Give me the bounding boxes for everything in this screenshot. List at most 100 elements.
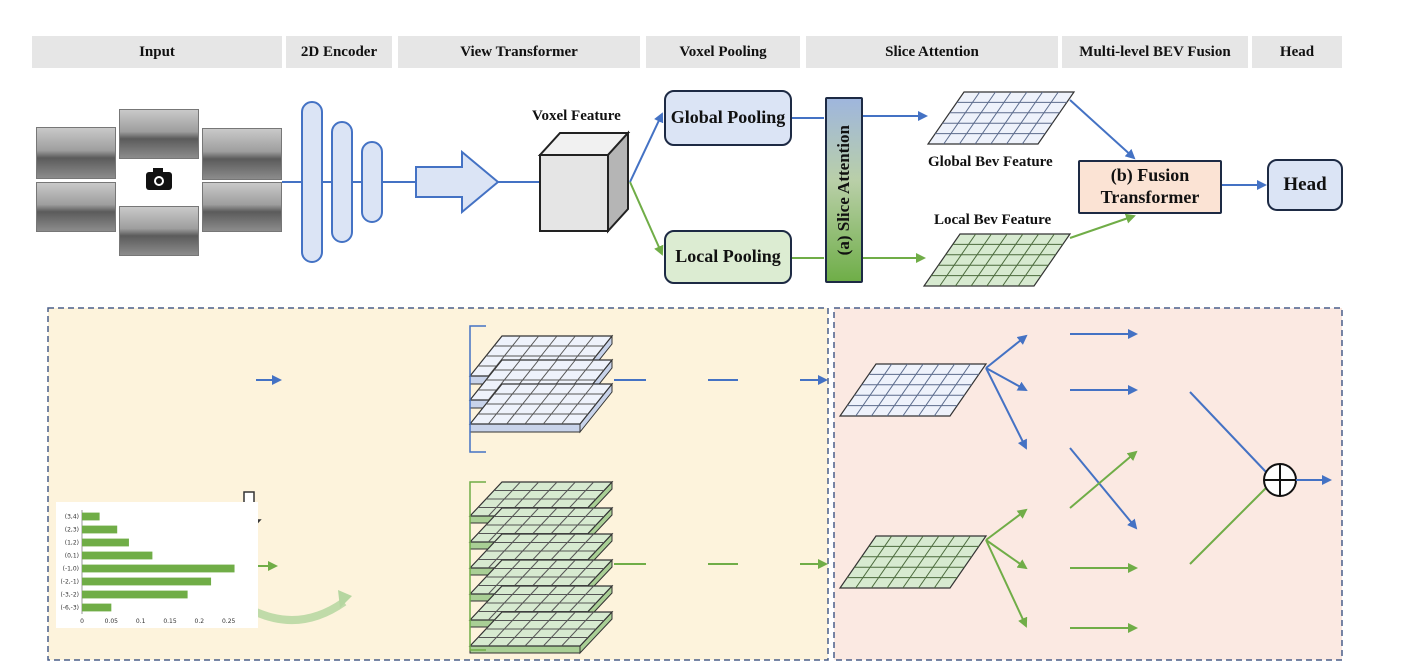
global-bev-to-fusion-arrow	[1069, 99, 1136, 160]
gbev-to-kg-arrow	[985, 367, 1028, 391]
q-global-text: q	[1039, 440, 1049, 459]
stage-header-2d-encoder: 2D Encoder	[286, 36, 392, 68]
global-bev-grid-top	[926, 91, 1076, 145]
local-range-label: (2,4)	[418, 631, 445, 646]
local-bev-label-bottom: Local Bev Feature	[846, 514, 964, 530]
stage-header-slice-attention: Slice Attention	[806, 36, 1058, 68]
k-global-sup: G	[1049, 384, 1059, 396]
stage-header-view-transformer: View Transformer	[398, 36, 640, 68]
local-slab	[468, 610, 614, 655]
local-slab	[468, 558, 614, 603]
lbev-to-vl-arrow	[985, 539, 1028, 628]
local-slab-grid	[468, 585, 614, 621]
global-slab-grid	[468, 335, 614, 377]
local-slab	[468, 584, 614, 629]
global-resblock-box: ResBlock	[738, 324, 800, 436]
global-selector-box: Selector	[646, 324, 708, 436]
v-global-sup: G	[1049, 328, 1059, 340]
local-slab-grid	[468, 481, 614, 517]
g2l-transformer-box: G2L Transformer	[1138, 318, 1190, 464]
global-bracket	[469, 325, 486, 453]
global-slab	[468, 358, 614, 410]
k-local-text: k	[1040, 558, 1050, 577]
fusion-transformer-title: (b) Fusion Transformer	[1196, 310, 1340, 360]
v-local-sup: L	[1050, 622, 1058, 634]
global-bev-label-top: Global Bev Feature	[928, 154, 1053, 170]
local-bracket	[469, 481, 486, 651]
stage-header-input: Input	[32, 36, 282, 68]
q-local-text: q	[1040, 498, 1050, 517]
global-pooling-box: Global Pooling	[664, 90, 792, 146]
voxel-cube	[537, 130, 631, 234]
lidar-sampling-label: LIDAR-guided sampling	[66, 632, 215, 647]
chart-x-tick-label: 0.05	[105, 618, 119, 625]
encoder-stage-2	[331, 121, 353, 243]
local-slab-grid	[468, 611, 614, 647]
global-slab-grid	[468, 359, 614, 401]
v-local-text: v	[1040, 618, 1050, 637]
stage-header-head: Head	[1252, 36, 1342, 68]
local-slab-grid	[468, 533, 614, 569]
encoder-stage-1	[301, 101, 323, 263]
chart-bar	[82, 538, 129, 547]
ql-to-g2l-arrow	[1069, 450, 1138, 509]
local-selector-box: Selector	[646, 506, 708, 618]
local-selector-label: Selector	[668, 534, 686, 590]
lidar-sampling-chart: (3,4)(2,3)(1,2)(0,1)(-1,0)(-2,-1)(-3,-2)…	[56, 502, 258, 628]
gbev-to-qg-arrow	[985, 367, 1027, 450]
g2l-to-sum-line	[1189, 391, 1267, 473]
local-slab	[468, 506, 614, 551]
camera-image-back	[119, 206, 199, 256]
global-range-label: (-6,4)	[418, 338, 450, 353]
chart-category-label: (3,4)	[65, 513, 79, 520]
v-global-text: v	[1039, 324, 1049, 343]
voxel-to-global-arrow	[629, 112, 664, 183]
chart-category-label: (-3,-2)	[60, 591, 79, 598]
q-local-sup: L	[1050, 502, 1058, 514]
local-resblock-label: ResBlock	[760, 530, 778, 594]
global-range-label: (-4,2)	[418, 408, 450, 423]
stage-header-voxel-pooling: Voxel Pooling	[646, 36, 800, 68]
local-range-label: (0,2)	[418, 603, 445, 618]
lbev-to-ql-arrow	[985, 508, 1028, 541]
l2g-to-sum-line	[1189, 487, 1267, 565]
camera-image-front	[119, 109, 199, 159]
slice-attention-bar: (a) Slice Attention	[825, 97, 863, 283]
stage-header-bev-fusion: Multi-level BEV Fusion	[1062, 36, 1248, 68]
chart-category-label: (2,3)	[65, 526, 79, 533]
local-slab-grid	[468, 507, 614, 543]
view-transformer-arrow	[415, 149, 500, 215]
global-bev-label-bottom: Global Bev Feature	[842, 429, 967, 445]
sampling-curve-arrow	[229, 594, 347, 624]
local-range-label: (-1,0)	[418, 574, 450, 589]
chart-category-label: (-6,-3)	[60, 604, 79, 611]
local-range-label: (-3,-2)	[418, 516, 455, 531]
local-slab-grid	[468, 559, 614, 595]
g2l-transformer-label: G2L Transformer	[1155, 330, 1173, 452]
camera-icon	[146, 168, 172, 190]
encoder-stage-3	[361, 141, 383, 223]
global-bev-grid-bottom	[838, 363, 988, 417]
chart-category-label: (1,2)	[65, 539, 79, 546]
chart-bar	[82, 577, 212, 586]
slice-global-pooling-box: Global Pooling	[282, 354, 410, 408]
sum-operator-icon	[1263, 463, 1297, 497]
camera-image-back-right	[202, 182, 282, 232]
local-bev-grid-top	[922, 233, 1072, 287]
qg-to-l2g-arrow	[1069, 447, 1138, 530]
global-resblock-label: ResBlock	[760, 348, 778, 412]
chart-x-tick-label: 0.1	[136, 618, 146, 625]
chart-category-label: (0,1)	[65, 552, 79, 559]
global-range-label: (-5,3)	[418, 372, 450, 387]
k-global-text: k	[1039, 380, 1049, 399]
camera-image-back-left	[36, 182, 116, 232]
q-global-sup: G	[1049, 444, 1059, 456]
local-range-label: (-6,-3)	[418, 487, 455, 502]
voxel-feature-label: Voxel Feature	[532, 108, 621, 124]
